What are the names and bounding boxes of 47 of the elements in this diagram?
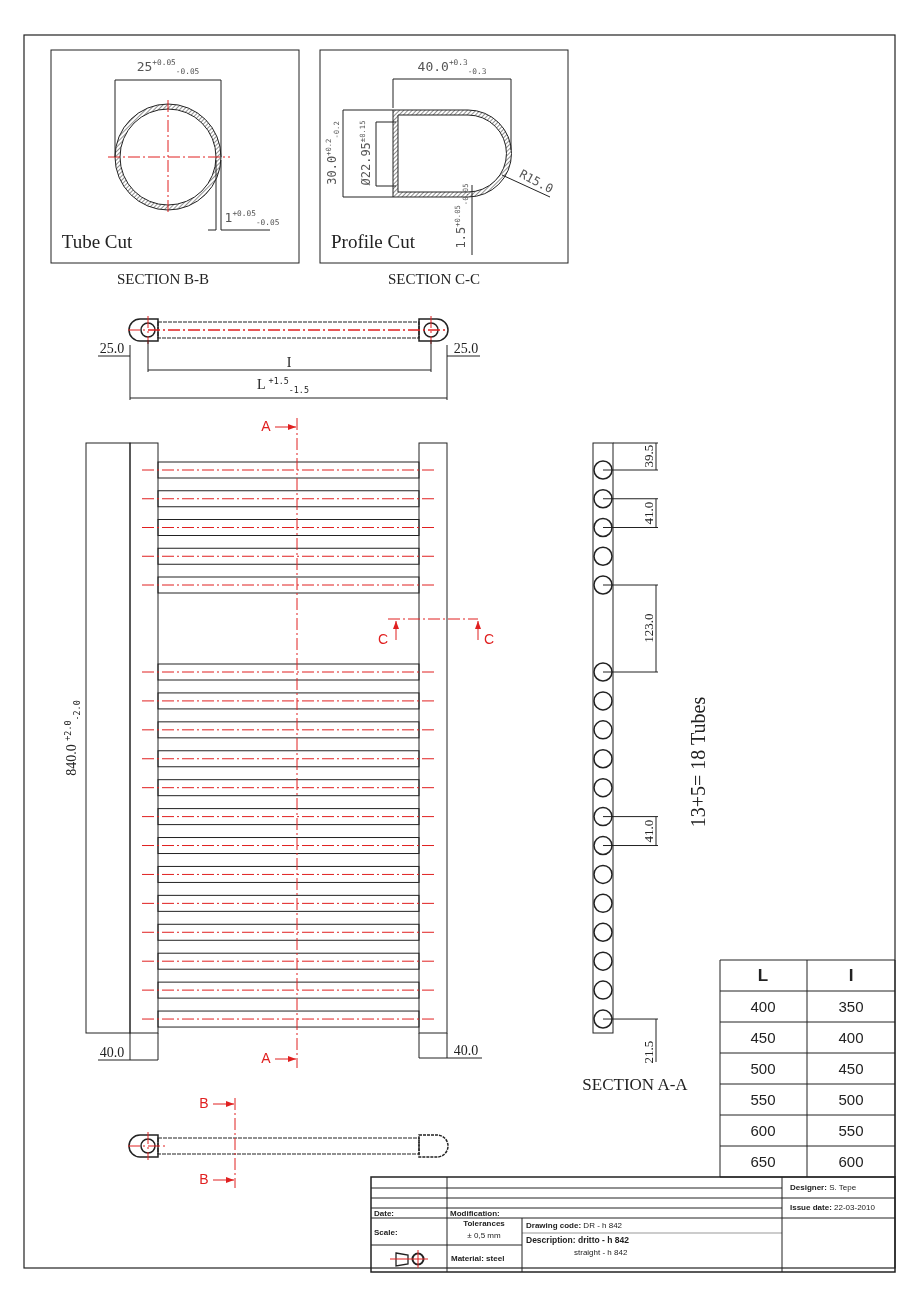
title-block-field: Drawing code: DR - h 842 — [526, 1221, 623, 1231]
title-block-field: Designer: S. Tepe — [790, 1183, 857, 1193]
table-cell: 600 — [750, 1122, 776, 1140]
table-cell: 550 — [750, 1091, 776, 1109]
table-header: L — [757, 966, 769, 986]
title-block-field: Description: dritto - h 842 — [526, 1236, 629, 1246]
section-marker: A — [261, 419, 271, 435]
title-block-value: straight - h 842 — [574, 1248, 628, 1258]
dimension-value: I — [286, 355, 292, 371]
table-cell: 450 — [838, 1060, 864, 1078]
table-cell: 450 — [750, 1029, 776, 1047]
title-block-field: Material: steel — [451, 1254, 505, 1264]
title-block-field: Date: — [374, 1209, 394, 1219]
table-cell: 350 — [838, 998, 864, 1016]
table-cell: 500 — [750, 1060, 776, 1078]
table-cell: 500 — [838, 1091, 864, 1109]
table-cell: 600 — [838, 1153, 864, 1171]
section-marker: A — [261, 1051, 271, 1067]
dimension-value: 123.0 — [641, 613, 657, 643]
section-marker: B — [199, 1096, 209, 1112]
dimension-value: 40.0 — [453, 1043, 479, 1059]
dimension-value: 39.5 — [641, 444, 657, 468]
table-cell: 400 — [750, 998, 776, 1016]
section-marker: C — [377, 632, 389, 648]
dimension-value: 40.0 — [99, 1045, 125, 1061]
section-marker: B — [199, 1172, 209, 1188]
view-title: Tube Cut — [61, 231, 133, 253]
section-title: SECTION A-A — [582, 1075, 688, 1095]
title-block-field: Tolerances — [463, 1219, 505, 1229]
title-block-field: Issue date: 22-03-2010 — [790, 1203, 875, 1213]
title-block-field: Scale: — [374, 1228, 398, 1238]
tube-count-note: 13+5= 18 Tubes — [687, 696, 709, 828]
section-title: SECTION C-C — [387, 270, 481, 288]
table-header: I — [848, 966, 854, 986]
view-title: Profile Cut — [331, 231, 415, 253]
section-marker: C — [483, 632, 495, 648]
dimension-value: 25.0 — [99, 341, 125, 357]
table-cell: 550 — [838, 1122, 864, 1140]
dimension-value: 21.5 — [641, 1040, 657, 1064]
table-cell: 400 — [838, 1029, 864, 1047]
title-block-field: Modification: — [450, 1209, 500, 1219]
section-title: SECTION B-B — [116, 270, 210, 288]
title-block-value: ± 0,5 mm — [467, 1231, 501, 1241]
dimension-value: 41.0 — [641, 819, 657, 843]
table-cell: 650 — [750, 1153, 776, 1171]
dimension-value: 25.0 — [453, 341, 479, 357]
dimension-value: 41.0 — [641, 501, 657, 525]
